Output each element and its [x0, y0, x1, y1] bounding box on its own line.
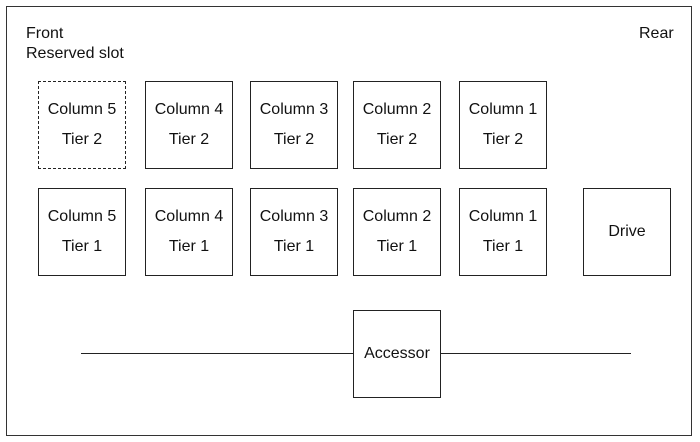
- slot-column-label: Column 2: [362, 101, 432, 118]
- slot-tier-label: Tier 2: [61, 131, 103, 148]
- slot-tier-label: Tier 1: [273, 238, 315, 255]
- slot-column-label: Column 1: [468, 208, 538, 225]
- slot-column-label: Column 2: [362, 208, 432, 225]
- slot-column-3-tier-1: Column 3 Tier 1: [250, 188, 338, 276]
- accessor-box: Accessor: [353, 310, 441, 398]
- slot-column-1-tier-1: Column 1 Tier 1: [459, 188, 547, 276]
- slot-tier-label: Tier 2: [482, 131, 524, 148]
- slot-tier-label: Tier 2: [168, 131, 210, 148]
- slot-column-label: Column 3: [259, 101, 329, 118]
- reserved-slot-label: Reserved slot: [26, 45, 124, 62]
- rear-label: Rear: [639, 25, 674, 42]
- slot-column-label: Column 5: [47, 208, 117, 225]
- slot-column-1-tier-2: Column 1 Tier 2: [459, 81, 547, 169]
- slot-column-5-tier-1: Column 5 Tier 1: [38, 188, 126, 276]
- slot-column-label: Column 1: [468, 101, 538, 118]
- drive-label: Drive: [608, 223, 646, 240]
- slot-tier-label: Tier 1: [376, 238, 418, 255]
- accessor-rail-right: [440, 353, 631, 354]
- front-label: Front: [26, 25, 64, 42]
- slot-column-5-tier-2: Column 5 Tier 2: [38, 81, 126, 169]
- slot-column-2-tier-2: Column 2 Tier 2: [353, 81, 441, 169]
- slot-column-3-tier-2: Column 3 Tier 2: [250, 81, 338, 169]
- accessor-rail-left: [81, 353, 354, 354]
- slot-tier-label: Tier 1: [61, 238, 103, 255]
- slot-tier-label: Tier 2: [376, 131, 418, 148]
- slot-tier-label: Tier 2: [273, 131, 315, 148]
- drive-box: Drive: [583, 188, 671, 276]
- slot-column-label: Column 5: [47, 101, 117, 118]
- library-frame: [6, 6, 692, 436]
- accessor-label: Accessor: [364, 345, 430, 362]
- slot-column-label: Column 4: [154, 101, 224, 118]
- slot-tier-label: Tier 1: [482, 238, 524, 255]
- slot-column-4-tier-1: Column 4 Tier 1: [145, 188, 233, 276]
- slot-column-label: Column 3: [259, 208, 329, 225]
- slot-column-2-tier-1: Column 2 Tier 1: [353, 188, 441, 276]
- slot-column-label: Column 4: [154, 208, 224, 225]
- slot-column-4-tier-2: Column 4 Tier 2: [145, 81, 233, 169]
- slot-tier-label: Tier 1: [168, 238, 210, 255]
